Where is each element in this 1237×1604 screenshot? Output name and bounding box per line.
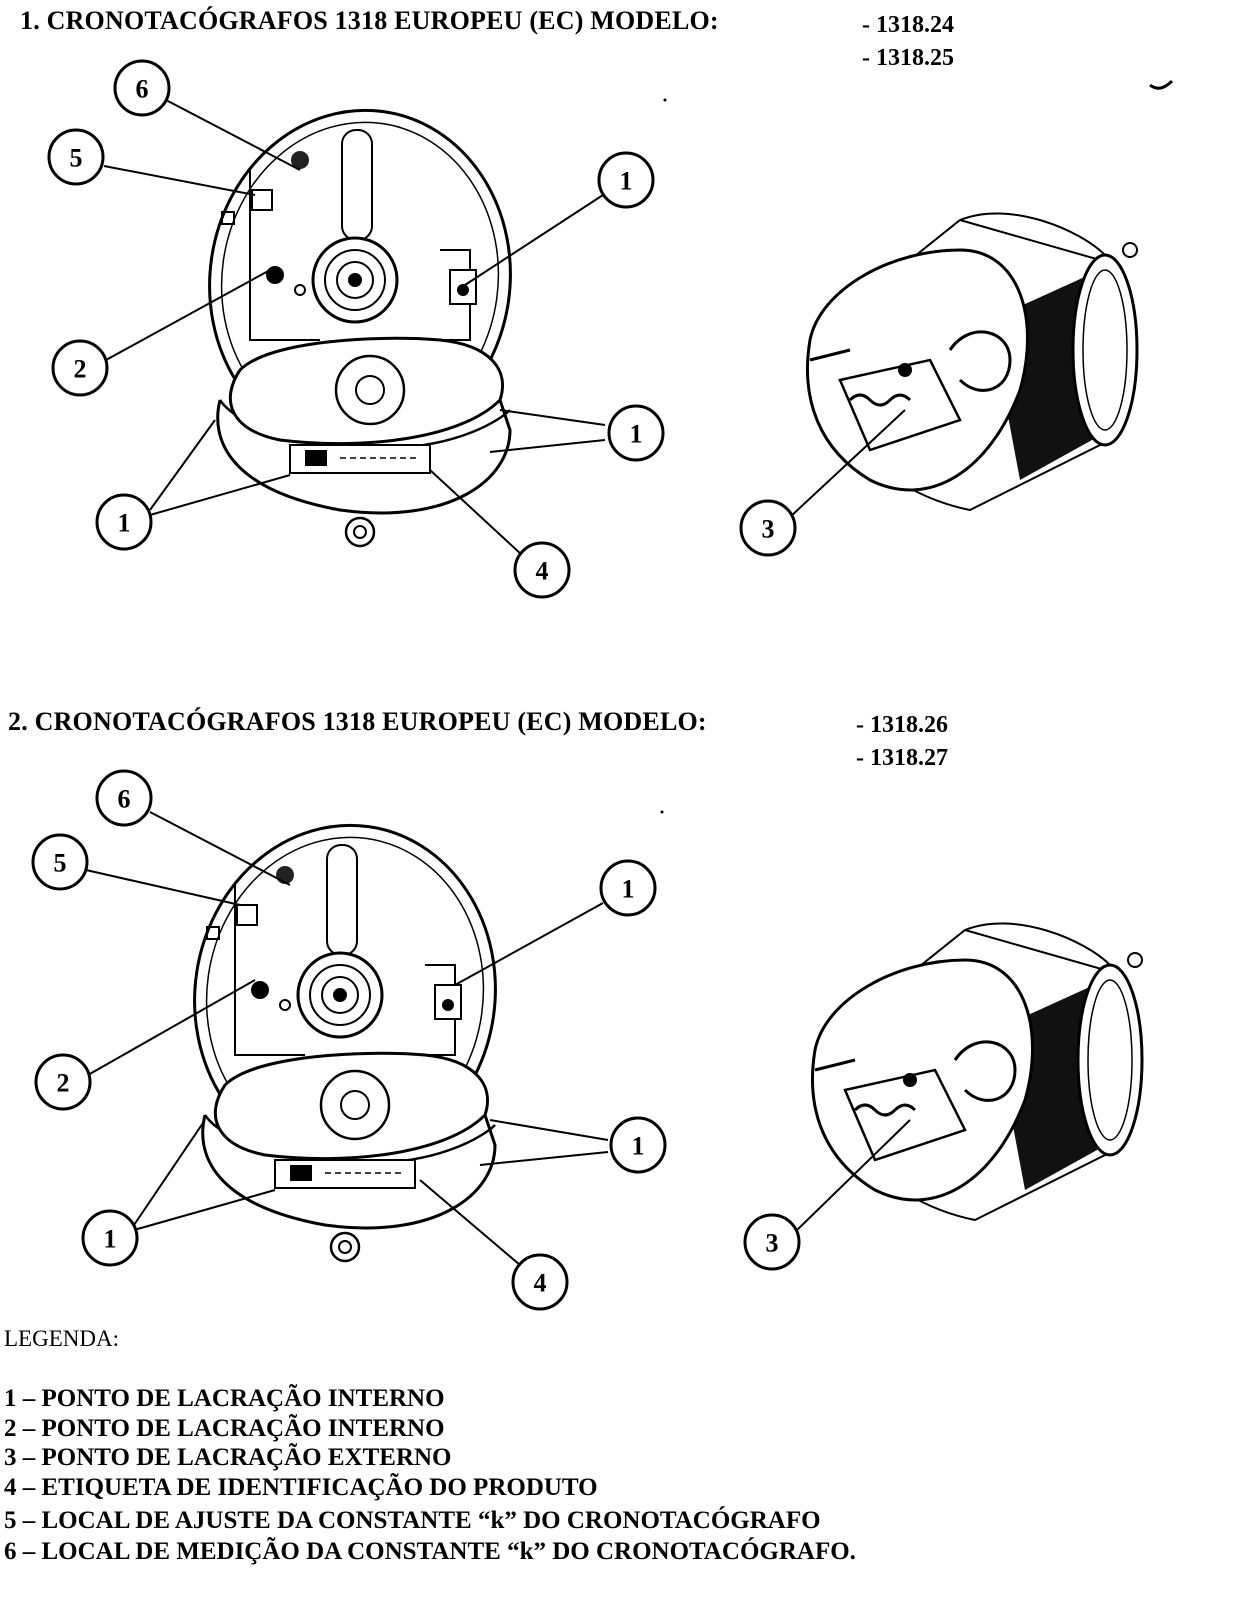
motor-2-drawing: [811, 921, 1144, 1222]
callout-1c-s2: 1: [104, 1225, 117, 1254]
callout-1a-s2: 1: [622, 875, 635, 904]
callout-3-s2: 3: [766, 1229, 779, 1258]
callout-5-s1: 5: [70, 144, 83, 173]
callout-3-s1: 3: [762, 515, 775, 544]
callout-2-s2: 2: [57, 1069, 70, 1098]
legend-item-6: 6 – LOCAL DE MEDIÇÃO DA CONSTANTE “k” DO…: [4, 1538, 856, 1565]
section-2-model-1: - 1318.26: [856, 712, 948, 738]
callout-6-s1: 6: [136, 75, 149, 104]
section-1-model-2: - 1318.25: [862, 45, 954, 71]
callout-5-s2: 5: [54, 849, 67, 878]
legend-item-3: 3 – PONTO DE LACRAÇÃO EXTERNO: [4, 1444, 452, 1471]
callout-6-s2: 6: [118, 785, 131, 814]
callout-1b-s1: 1: [630, 420, 643, 449]
legend-item-5: 5 – LOCAL DE AJUSTE DA CONSTANTE “k” DO …: [4, 1507, 821, 1534]
stray-mark: [1149, 79, 1174, 90]
section-2-title: 2. CRONOTACÓGRAFOS 1318 EUROPEU (EC) MOD…: [8, 707, 707, 736]
motor-1-drawing: [806, 211, 1139, 512]
callout-1b-s2: 1: [632, 1132, 645, 1161]
callout-1a-s1: 1: [620, 167, 633, 196]
callout-4-s2: 4: [534, 1269, 547, 1298]
section-1-title: 1. CRONOTACÓGRAFOS 1318 EUROPEU (EC) MOD…: [20, 6, 719, 35]
legend-item-4: 4 – ETIQUETA DE IDENTIFICAÇÃO DO PRODUTO: [4, 1474, 598, 1501]
callout-2-s1: 2: [74, 355, 87, 384]
section-1-model-1: - 1318.24: [862, 12, 954, 38]
legend-item-1: 1 – PONTO DE LACRAÇÃO INTERNO: [4, 1385, 445, 1412]
legend-item-2: 2 – PONTO DE LACRAÇÃO INTERNO: [4, 1415, 445, 1442]
callout-1c-s1: 1: [118, 509, 131, 538]
section-2-model-2: - 1318.27: [856, 745, 948, 771]
tachograph-1-drawing: [186, 89, 534, 548]
tachograph-2-drawing: [171, 804, 519, 1263]
callout-4-s1: 4: [536, 557, 549, 586]
legend-heading: LEGENDA:: [4, 1326, 119, 1351]
